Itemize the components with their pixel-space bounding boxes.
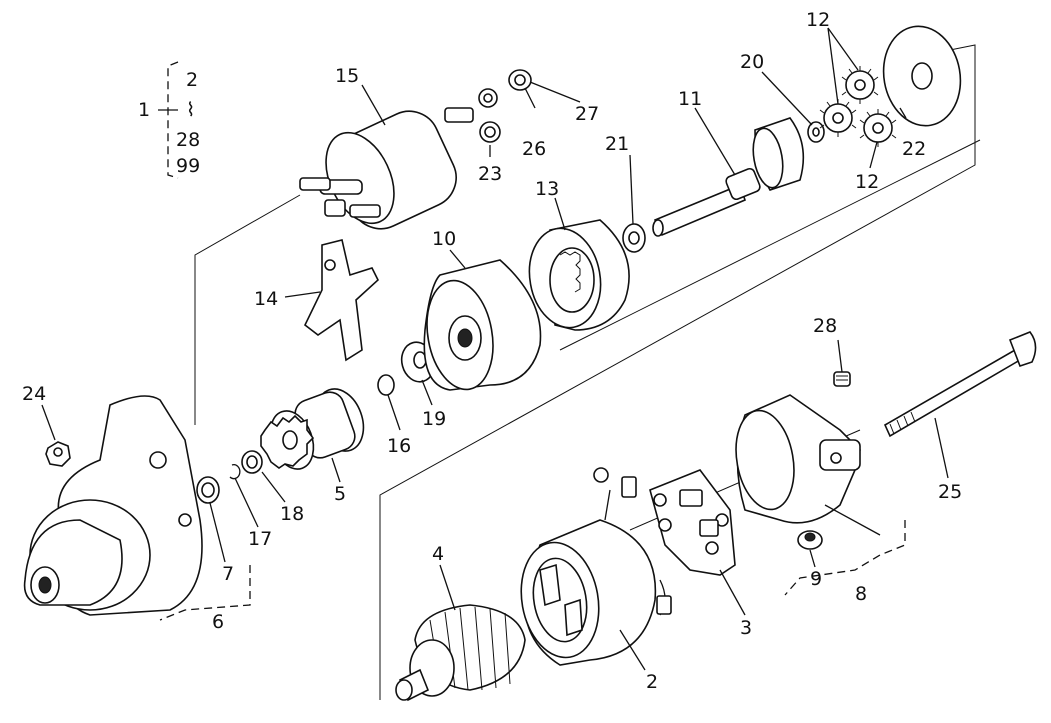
label-16: 16: [387, 435, 411, 457]
label-4: 4: [432, 543, 444, 565]
group-1-member-ellipsis: ⌇: [186, 99, 195, 121]
group-1-member-2: 2: [186, 69, 198, 91]
planet-gears: [819, 66, 897, 147]
part-labels: 1 2 ⌇ 28 99 15 27 26 23 11 20 12 22 12 2…: [22, 9, 962, 693]
label-7: 7: [222, 563, 234, 585]
nut-24: [45, 441, 71, 467]
label-23: 23: [478, 163, 502, 185]
label-2: 2: [646, 671, 658, 693]
label-10: 10: [432, 228, 456, 250]
solenoid-switch: [299, 107, 474, 230]
drive-housing: [23, 395, 203, 616]
label-6: 6: [212, 611, 224, 633]
group-1-number: 1: [138, 99, 150, 121]
group-brackets: [159, 520, 906, 621]
label-12-top: 12: [806, 9, 830, 31]
armature: [395, 604, 526, 702]
washer-21: [622, 223, 646, 253]
label-5: 5: [334, 483, 346, 505]
label-11: 11: [678, 88, 702, 110]
label-25: 25: [938, 481, 962, 503]
group-1-bracket: [158, 61, 179, 179]
label-13: 13: [535, 178, 559, 200]
overrunning-clutch: [260, 388, 365, 470]
label-27: 27: [575, 103, 599, 125]
gear-cover-plate: [882, 25, 962, 127]
grommet-9: [797, 530, 823, 550]
label-26: 26: [522, 138, 546, 160]
label-12-bottom: 12: [855, 171, 879, 193]
end-frame-cover: [735, 394, 861, 524]
gear-housing: [423, 259, 542, 391]
screw-28: [833, 371, 851, 387]
label-24: 24: [22, 383, 46, 405]
label-19: 19: [422, 408, 446, 430]
label-8: 8: [855, 583, 867, 605]
label-3: 3: [740, 617, 752, 639]
label-22: 22: [902, 138, 926, 160]
through-bolt: [883, 331, 1037, 438]
label-14: 14: [254, 288, 278, 310]
brush-holder: [649, 469, 736, 576]
group-1-member-28: 28: [176, 129, 200, 151]
label-9: 9: [810, 568, 822, 590]
internal-gear: [528, 219, 630, 331]
leader-lines: [41, 27, 949, 671]
group-1-member-99: 99: [176, 155, 200, 177]
label-18: 18: [280, 503, 304, 525]
label-20: 20: [740, 51, 764, 73]
label-15: 15: [335, 65, 359, 87]
label-17: 17: [248, 528, 272, 550]
output-shaft: [652, 117, 805, 237]
solenoid-hardware: [478, 69, 532, 143]
washer-20: [807, 121, 825, 143]
yoke-field-assembly: [520, 467, 672, 666]
label-21: 21: [605, 133, 629, 155]
drive-lever: [303, 239, 379, 362]
label-28: 28: [813, 315, 837, 337]
retainer-rings: [196, 374, 395, 504]
